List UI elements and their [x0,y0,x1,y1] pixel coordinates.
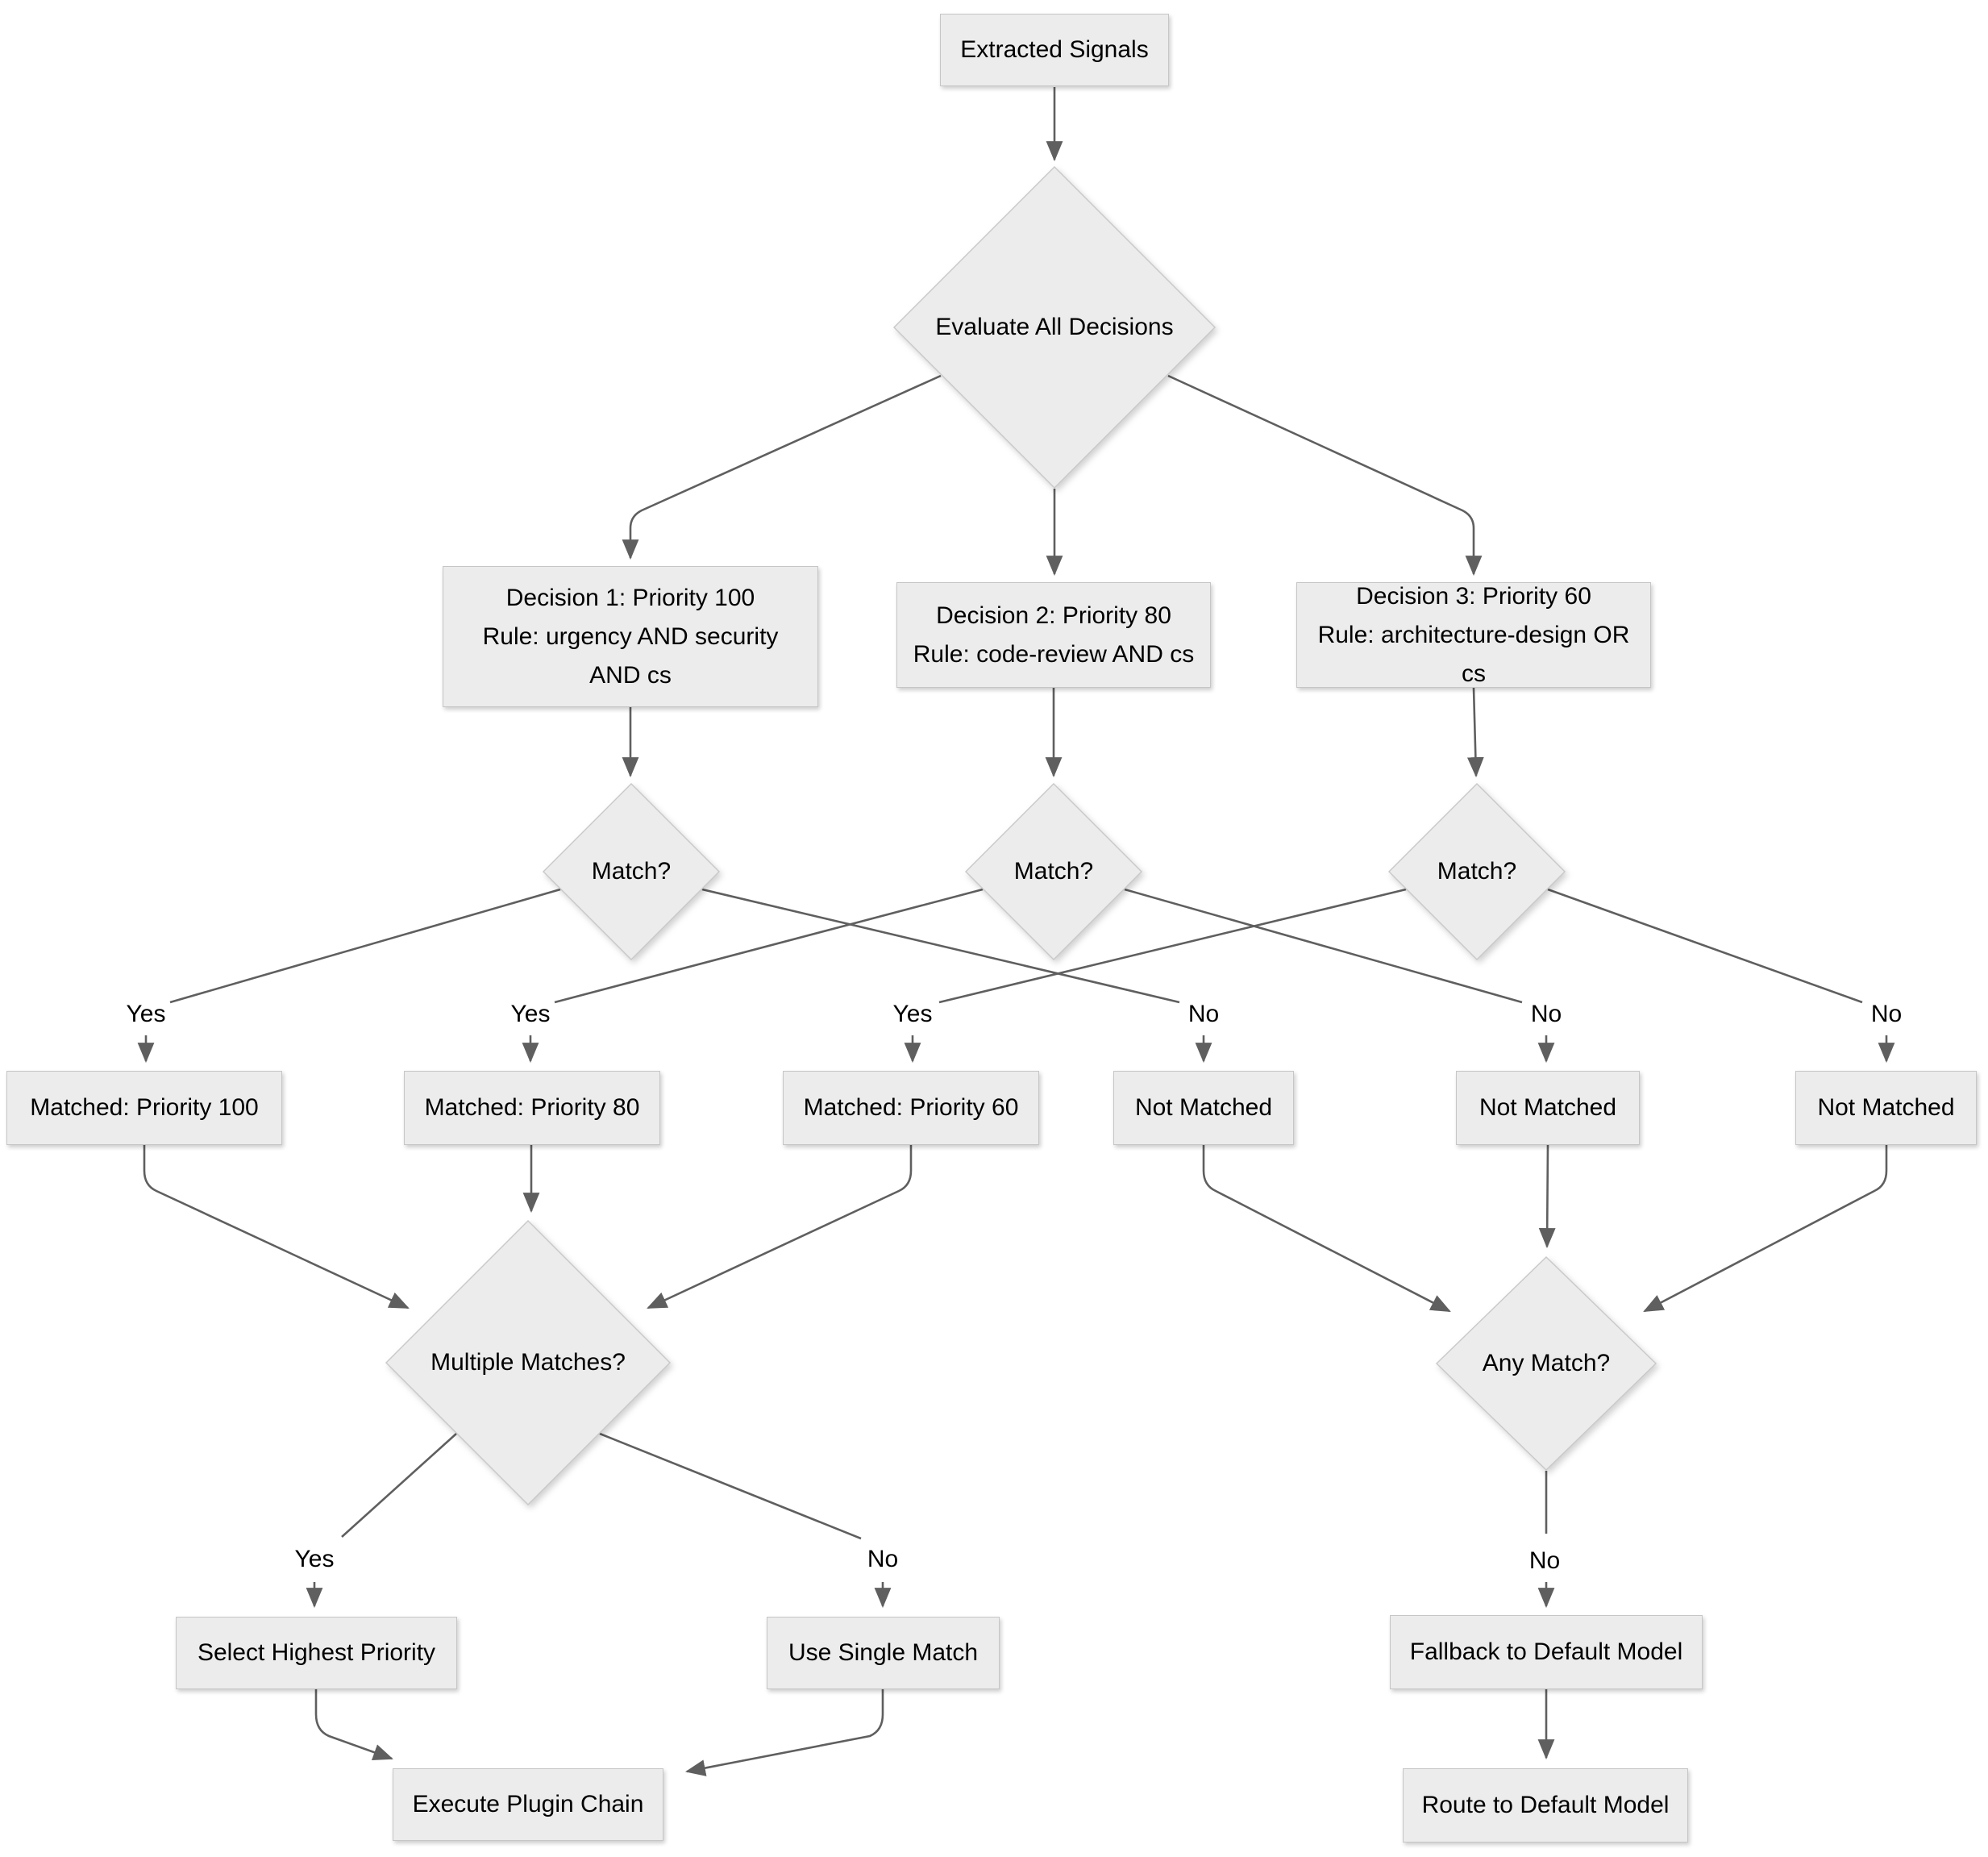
edge-match2-yes-line [554,888,984,1004]
node-not-matched-1: Not Matched [1113,1071,1294,1145]
edge-matched100-to-multiple [143,1145,410,1309]
node-label: Fallback to Default Model [1409,1638,1683,1665]
decision-diamond-multiple-matches: Multiple Matches? [385,1220,671,1505]
decision-diamond-match-1: Match? [543,783,720,960]
edge-match3-no-line [1547,888,1863,1004]
edge-match3-yes-line [938,888,1407,1004]
node-execute-plugin-chain: Execute Plugin Chain [393,1768,663,1841]
node-label: Not Matched [1817,1094,1955,1121]
node-matched-priority-60: Matched: Priority 60 [783,1071,1039,1145]
node-label: Matched: Priority 100 [30,1094,259,1121]
node-label: Use Single Match [788,1639,979,1666]
diamond-shape [965,783,1142,960]
edge-evaluate-to-decision1 [622,374,942,560]
edge-matched60-to-multiple [647,1145,913,1309]
node-label: Execute Plugin Chain [412,1791,644,1817]
edge-label-no-3: No [1870,1001,1903,1027]
node-extracted-signals: Extracted Signals [940,14,1169,86]
edge-notmatched2-to-anymatch [1538,1144,1556,1249]
edge-label-no-multiple: No [867,1546,899,1572]
node-decision-1: Decision 1: Priority 100 Rule: urgency A… [443,566,818,707]
node-label: Not Matched [1134,1094,1273,1121]
edge-usesingle-to-execute [684,1689,884,1776]
node-fallback-to-default-model: Fallback to Default Model [1390,1615,1703,1689]
edge-notmatched3-to-anymatch [1643,1145,1888,1313]
edge-match1-yes-line [169,888,561,1004]
diamond-shape [385,1220,671,1505]
node-route-to-default-model: Route to Default Model [1403,1768,1688,1842]
edge-label-yes-3: Yes [892,1001,933,1027]
edge-multiple-yes-line [341,1433,457,1538]
node-label: Match? [1437,858,1517,885]
node-label: Matched: Priority 80 [424,1094,640,1121]
node-matched-priority-100: Matched: Priority 100 [6,1071,282,1145]
edge-multiple-no-line [599,1432,862,1540]
node-label: Decision 2: Priority 80 Rule: code-revie… [913,602,1195,668]
node-label: Evaluate All Decisions [935,314,1174,340]
node-label: Matched: Priority 60 [803,1094,1019,1121]
node-label: Select Highest Priority [197,1639,436,1666]
node-label: Match? [1013,858,1094,885]
edge-label-yes-multiple: Yes [294,1546,335,1572]
edge-decision3-to-match3 [1466,687,1484,778]
node-label: Not Matched [1479,1094,1617,1121]
node-select-highest-priority: Select Highest Priority [176,1617,457,1689]
node-label: Route to Default Model [1421,1792,1670,1818]
diamond-shape [1388,783,1566,960]
edge-match2-no-line [1124,888,1523,1004]
edge-label-yes-1: Yes [126,1001,166,1027]
node-not-matched-2: Not Matched [1456,1071,1640,1145]
edge-evaluate-to-decision3 [1167,374,1483,577]
node-label: Match? [591,858,672,885]
edge-match1-no-line [701,888,1180,1004]
edge-label-no-anymatch: No [1528,1547,1561,1574]
decision-diamond-match-2: Match? [965,783,1142,960]
node-label: Multiple Matches? [430,1349,626,1376]
diamond-shape [893,166,1216,489]
decision-diamond-evaluate-all: Evaluate All Decisions [893,166,1216,489]
node-label: Extracted Signals [960,36,1149,63]
edge-notmatched1-to-anymatch [1202,1145,1451,1313]
node-decision-3: Decision 3: Priority 60 Rule: architectu… [1296,582,1651,688]
node-label: Any Match? [1482,1350,1611,1376]
node-matched-priority-80: Matched: Priority 80 [404,1071,660,1145]
node-label: Decision 3: Priority 60 Rule: architectu… [1317,582,1630,687]
edge-label-no-2: No [1530,1001,1562,1027]
decision-diamond-any-match: Any Match? [1436,1256,1657,1471]
node-use-single-match: Use Single Match [767,1617,1000,1689]
node-not-matched-3: Not Matched [1795,1071,1977,1145]
decision-diamond-match-3: Match? [1388,783,1566,960]
edge-label-no-1: No [1187,1001,1220,1027]
diamond-shape [1436,1256,1657,1471]
diamond-shape [543,783,720,960]
node-label: Decision 1: Priority 100 Rule: urgency A… [482,584,779,689]
node-decision-2: Decision 2: Priority 80 Rule: code-revie… [896,582,1211,688]
edge-select-to-execute [314,1689,393,1761]
edge-label-yes-2: Yes [510,1001,551,1027]
